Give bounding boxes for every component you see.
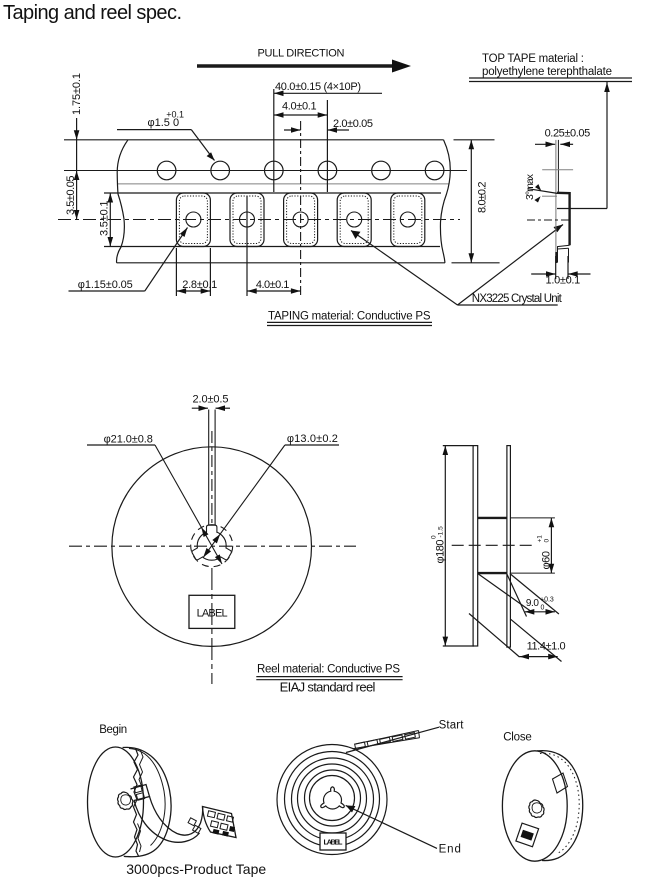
svg-text:φ60: φ60 xyxy=(541,551,553,570)
svg-text:2.0±0.05: 2.0±0.05 xyxy=(333,118,373,130)
svg-text:+0.3: +0.3 xyxy=(540,597,554,604)
svg-text:8.0±0.2: 8.0±0.2 xyxy=(477,182,489,214)
svg-text:TAPING material: Conductive PS: TAPING material: Conductive PS xyxy=(268,310,431,322)
svg-text:TOP TAPE material :: TOP TAPE material : xyxy=(482,53,584,65)
svg-text:4.0±0.1: 4.0±0.1 xyxy=(282,101,317,113)
svg-text:1.75±0.1: 1.75±0.1 xyxy=(71,73,83,115)
svg-text:11.4±1.0: 11.4±1.0 xyxy=(527,641,566,653)
svg-text:PULL DIRECTION: PULL DIRECTION xyxy=(258,48,345,60)
svg-text:3.5±0.1: 3.5±0.1 xyxy=(99,201,111,237)
svg-text:3°max: 3°max xyxy=(524,173,536,200)
svg-text:Begin: Begin xyxy=(99,724,127,736)
svg-text:0: 0 xyxy=(543,539,550,543)
svg-text:9.0: 9.0 xyxy=(526,598,539,609)
svg-text:3000pcs-Product Tape: 3000pcs-Product Tape xyxy=(126,861,266,877)
svg-text:+1: +1 xyxy=(537,535,544,543)
svg-text:Reel material: Conductive PS: Reel material: Conductive PS xyxy=(257,663,400,675)
svg-text:2.8±0.1: 2.8±0.1 xyxy=(182,279,217,291)
svg-text:0: 0 xyxy=(431,535,438,539)
svg-text:φ1.5 0: φ1.5 0 xyxy=(148,117,180,129)
svg-text:φ21.0±0.8: φ21.0±0.8 xyxy=(104,434,153,446)
svg-text:3.5±0.05: 3.5±0.05 xyxy=(65,176,77,216)
svg-text:End: End xyxy=(439,844,461,856)
svg-text:NX3225 Crystal Unit: NX3225 Crystal Unit xyxy=(472,293,563,305)
svg-text:LABEL: LABEL xyxy=(197,608,228,620)
svg-text:φ13.0±0.2: φ13.0±0.2 xyxy=(287,433,338,445)
svg-text:EIAJ standard reel: EIAJ standard reel xyxy=(280,680,376,695)
svg-text:1.0±0.1: 1.0±0.1 xyxy=(546,274,581,286)
svg-text:0: 0 xyxy=(541,605,545,612)
svg-text:Start: Start xyxy=(439,720,465,732)
svg-text:φ1.15±0.05: φ1.15±0.05 xyxy=(78,279,133,291)
svg-text:LABEL: LABEL xyxy=(324,838,343,847)
svg-text:4.0±0.1: 4.0±0.1 xyxy=(256,279,290,291)
svg-text:+0.1: +0.1 xyxy=(166,110,184,120)
svg-text:Close: Close xyxy=(503,732,532,744)
svg-text:0.25±0.05: 0.25±0.05 xyxy=(545,128,591,140)
svg-text:2.0±0.5: 2.0±0.5 xyxy=(193,394,229,406)
svg-text:-1.5: -1.5 xyxy=(437,526,444,538)
svg-text:φ180: φ180 xyxy=(435,540,447,564)
svg-text:Taping and reel spec.: Taping and reel spec. xyxy=(3,2,182,24)
svg-text:polyethylene terephthalate: polyethylene terephthalate xyxy=(482,66,612,78)
svg-text:40.0±0.15 (4×10P): 40.0±0.15 (4×10P) xyxy=(275,81,361,93)
